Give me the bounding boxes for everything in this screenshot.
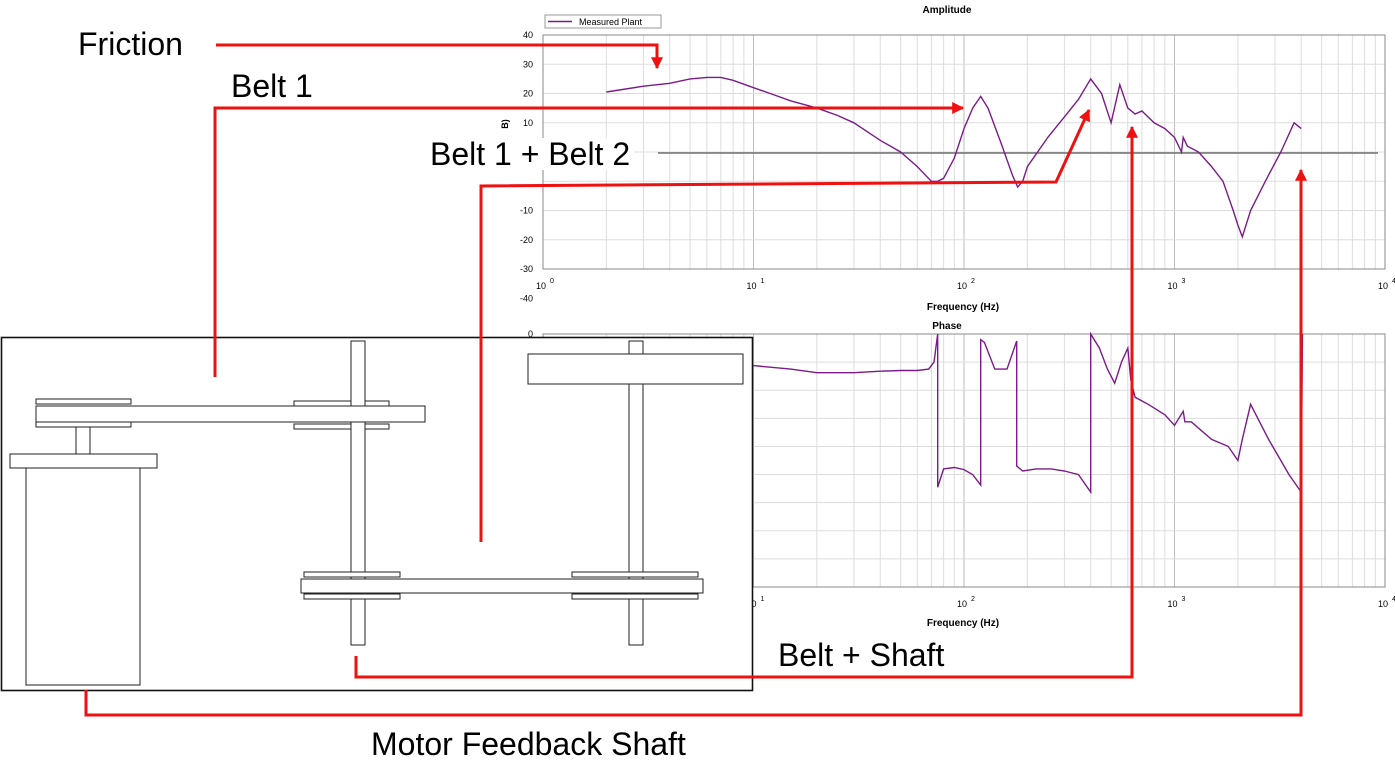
belt1-arrow <box>213 102 965 377</box>
load-mass <box>527 353 744 385</box>
belt12-label: Belt 1 + Belt 2 <box>426 138 635 170</box>
legend-label: Measured Plant <box>579 17 643 27</box>
x-tick-label: 10 <box>957 599 967 609</box>
amplitude-chart-title: Amplitude <box>923 5 972 16</box>
motor-body <box>25 467 141 686</box>
belt-shaft-arrow <box>354 125 1138 679</box>
amplitude-y-axis-label: B) <box>500 119 510 129</box>
belt12-arrow <box>479 108 1091 542</box>
x-tick-exponent: 0 <box>550 278 554 285</box>
x-tick-exponent: 1 <box>761 596 765 603</box>
amplitude-chart: Amplitude Frequency (Hz) B) 40302010-10-… <box>500 5 1395 313</box>
y-tick-label: -20 <box>520 235 533 245</box>
belt2-drive-pulley-bottom-flange <box>303 593 401 600</box>
legend: Measured Plant <box>544 14 662 29</box>
x-tick-label: 10 <box>746 281 756 291</box>
load-shaft <box>628 340 644 646</box>
motor-shaft <box>75 426 91 455</box>
y-tick-label: 20 <box>523 89 533 99</box>
belt-2 <box>300 578 704 594</box>
idler-pulley-top-flange <box>293 400 390 407</box>
belt-shaft-label: Belt + Shaft <box>778 637 945 673</box>
y-tick-label: -30 <box>520 264 533 274</box>
phase-series-line <box>753 331 1304 495</box>
x-tick-exponent: 2 <box>971 596 975 603</box>
belt-1 <box>35 405 426 423</box>
belt2-load-pulley-bottom-flange <box>571 593 699 600</box>
motor-shaft-arrow <box>84 168 1307 717</box>
x-tick-exponent: 4 <box>1392 278 1395 285</box>
motor-pulley-top-flange <box>35 398 132 405</box>
x-tick-exponent: 2 <box>971 278 975 285</box>
x-tick-exponent: 3 <box>1182 596 1186 603</box>
x-tick-label: 10 <box>1378 599 1388 609</box>
x-tick-exponent: 1 <box>761 278 765 285</box>
amplitude-grid <box>542 34 1385 270</box>
friction-label: Friction <box>78 26 183 62</box>
belt1-label: Belt 1 <box>231 68 313 104</box>
annotation-arrows <box>84 43 1307 717</box>
belt2-drive-pulley-top-flange <box>303 571 401 578</box>
y-tick-label: 10 <box>523 118 533 128</box>
x-tick-label: 10 <box>1167 599 1177 609</box>
x-tick-label: 10 <box>1167 281 1177 291</box>
y-tick-label: 0 <box>528 329 533 339</box>
x-tick-exponent: 3 <box>1182 278 1186 285</box>
idler-pulley-bottom-flange <box>293 423 390 430</box>
belt2-load-pulley-top-flange <box>571 571 699 578</box>
phase-x-axis-label: Frequency (Hz) <box>927 618 999 629</box>
phase-chart-title: Phase <box>932 321 962 332</box>
amplitude-series-line <box>606 76 1302 239</box>
phase-y-ticks: 0 <box>528 329 533 339</box>
mechanical-drive-diagram <box>0 336 754 692</box>
x-tick-label: 10 <box>957 281 967 291</box>
y-tick-label: 30 <box>523 59 533 69</box>
x-tick-label: 10 <box>1378 281 1388 291</box>
legend-box <box>544 14 662 29</box>
y-tick-label: -10 <box>520 206 533 216</box>
x-tick-exponent: 4 <box>1392 596 1395 603</box>
y-tick-label: -40 <box>520 293 533 303</box>
amplitude-y-ticks: 40 30 20 10 -10 -20 -30 -40 <box>520 30 533 303</box>
y-tick-label: 40 <box>523 30 533 40</box>
motor-flange <box>9 453 158 469</box>
motor-pulley-bottom-flange <box>35 421 132 428</box>
friction-arrow <box>216 43 663 70</box>
amplitude-x-axis-label: Frequency (Hz) <box>927 302 999 313</box>
x-tick-label: 10 <box>536 281 546 291</box>
motor-shaft-label: Motor Feedback Shaft <box>371 726 686 762</box>
amplitude-x-ticks: 10 0 10 1 10 2 10 3 10 4 <box>536 278 1395 291</box>
